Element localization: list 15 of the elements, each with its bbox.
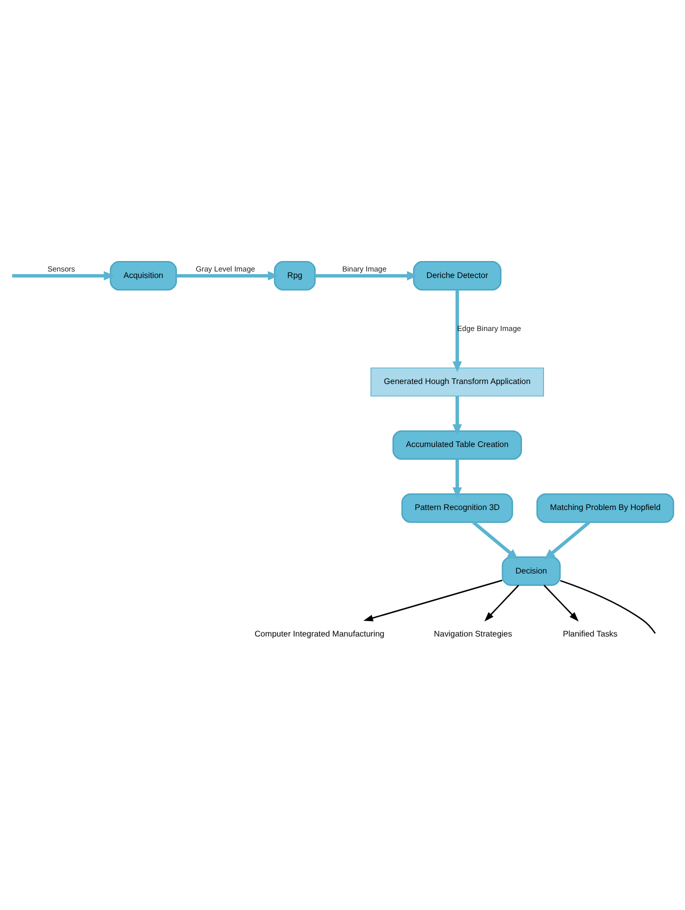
arrow [544,520,590,560]
edge-label: Binary Image [342,264,387,274]
connector [560,580,656,634]
edge-label: Sensors [47,264,76,274]
arrow [315,271,418,280]
arrow [452,459,462,498]
arrow [363,580,502,622]
arrow [12,271,115,280]
arrow [452,290,462,372]
arrow [544,584,579,622]
arrow [472,520,518,560]
arrow [176,271,279,280]
arrow [452,396,462,436]
edge-label: Gray Level Image [196,264,256,274]
arrow [484,584,520,622]
